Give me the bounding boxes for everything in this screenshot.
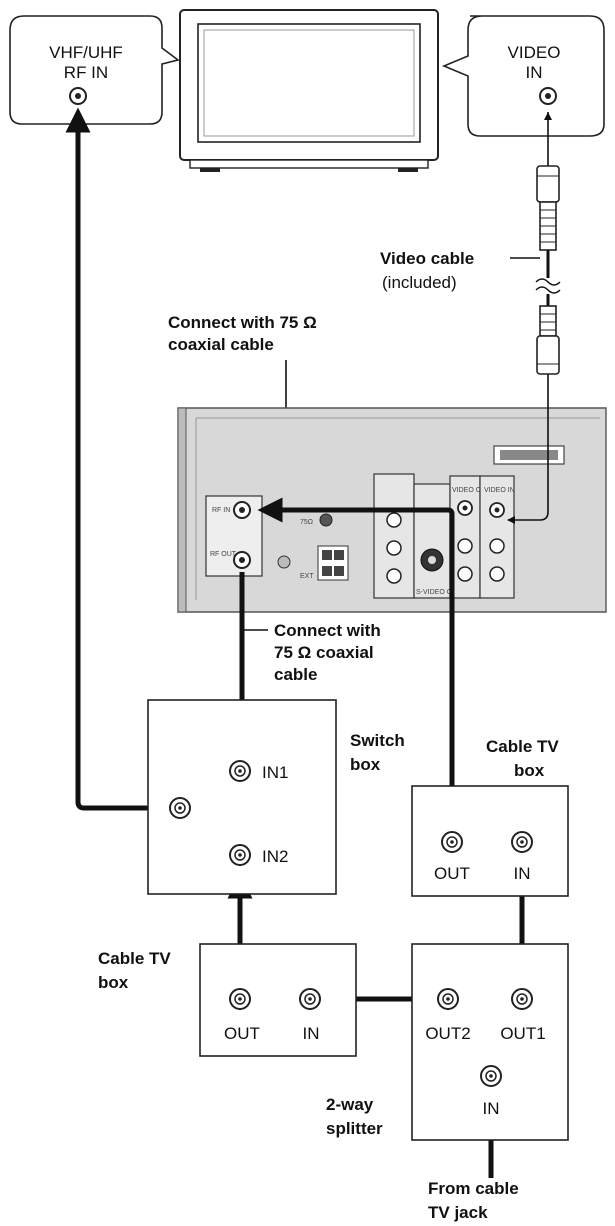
recorder-video-out-jack[interactable] (457, 500, 473, 516)
tv-video-in-label-1: VIDEO (508, 43, 561, 62)
switch-box-title-1: Switch (350, 731, 405, 750)
video-cable-note: (included) (382, 273, 457, 292)
recorder-video-in-jack[interactable] (489, 502, 505, 518)
source-label-2: TV jack (428, 1203, 488, 1222)
video-cable-label: Video cable (380, 249, 474, 268)
right-box-out-label: OUT (434, 864, 470, 883)
right-cable-tv-box: OUT IN (411, 785, 569, 897)
left-box-out-label: OUT (224, 1024, 260, 1043)
splitter-out1-label: OUT1 (500, 1024, 545, 1043)
switch-box-title-2: box (350, 755, 381, 774)
coax-mid-label-3: cable (274, 665, 317, 684)
splitter-title-1: 2-way (326, 1095, 374, 1114)
tv-rf-in-label-2: RF IN (64, 63, 108, 82)
tv-rf-in-label-1: VHF/UHF (49, 43, 123, 62)
left-box-in-jack[interactable] (299, 988, 321, 1010)
splitter-out2-label: OUT2 (425, 1024, 470, 1043)
tv-rf-in-jack[interactable] (69, 87, 87, 105)
coax-mid-label-1: Connect with (274, 621, 381, 640)
recorder-rf-out-jack[interactable] (233, 551, 251, 569)
coax-top-label-2: coaxial cable (168, 335, 274, 354)
video-cable (510, 112, 561, 396)
tv-video-in-callout: VIDEO IN (441, 15, 605, 137)
source-label-1: From cable (428, 1179, 519, 1198)
rec-svideo-label: S-VIDEO OUT (416, 589, 462, 596)
tv-rf-in-callout: VHF/UHF RF IN (9, 15, 180, 125)
left-box-out-jack[interactable] (229, 988, 251, 1010)
two-way-splitter: OUT2 OUT1 IN (411, 943, 569, 1141)
splitter-title-2: splitter (326, 1119, 383, 1138)
splitter-in-label: IN (483, 1099, 500, 1118)
rec-rf-out-label: RF OUT (210, 551, 237, 558)
splitter-in-jack[interactable] (480, 1065, 502, 1087)
coax-cablebox-to-recorder (257, 497, 455, 838)
video-cable-to-recorder (507, 396, 549, 524)
switch-box: IN1 IN2 (147, 699, 337, 895)
rec-ohm-label: 75Ω (300, 519, 313, 526)
right-box-in-label: IN (514, 864, 531, 883)
switch-in1-label: IN1 (262, 763, 288, 782)
right-box-in-jack[interactable] (511, 831, 533, 853)
switch-in2-jack[interactable] (229, 844, 251, 866)
left-cable-tv-box: OUT IN (199, 943, 357, 1057)
left-cable-box-title-1: Cable TV (98, 949, 171, 968)
left-cable-box-title-2: box (98, 973, 129, 992)
coax-switch-to-tv (65, 107, 168, 811)
coax-top-label-1: Connect with 75 Ω (168, 313, 317, 332)
switch-in2-label: IN2 (262, 847, 288, 866)
right-box-out-jack[interactable] (441, 831, 463, 853)
coax-mid-label-2: 75 Ω coaxial (274, 643, 374, 662)
switch-in1-jack[interactable] (229, 760, 251, 782)
rec-video-in-label: VIDEO IN (484, 487, 515, 494)
rec-ext-label: EXT (300, 573, 314, 580)
tv-video-in-label-2: IN (526, 63, 543, 82)
left-box-in-label: IN (303, 1024, 320, 1043)
rec-rf-in-label: RF IN (212, 507, 230, 514)
right-cable-box-title-2: box (514, 761, 545, 780)
splitter-out1-jack[interactable] (511, 988, 533, 1010)
splitter-out2-jack[interactable] (437, 988, 459, 1010)
tv-video-in-jack[interactable] (539, 87, 557, 105)
rec-video-out-label: VIDEO OUT (452, 487, 491, 494)
right-cable-box-title-1: Cable TV (486, 737, 559, 756)
television (179, 9, 439, 172)
recorder-rf-in-jack[interactable] (233, 501, 251, 519)
switch-out-jack[interactable] (169, 797, 191, 819)
